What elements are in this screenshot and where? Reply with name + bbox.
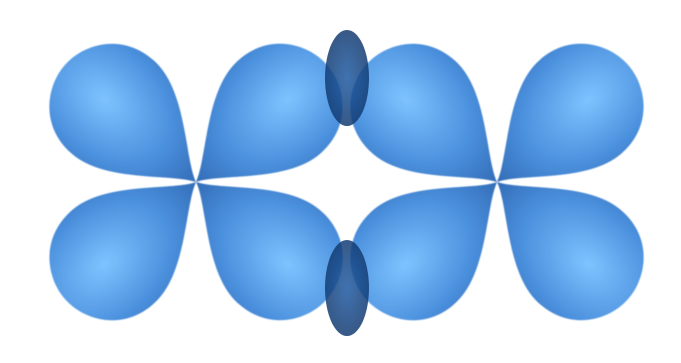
overlap-top [325,30,369,126]
left-orbital [24,18,368,345]
overlap-bottom [325,240,369,336]
right-orbital [325,18,669,345]
